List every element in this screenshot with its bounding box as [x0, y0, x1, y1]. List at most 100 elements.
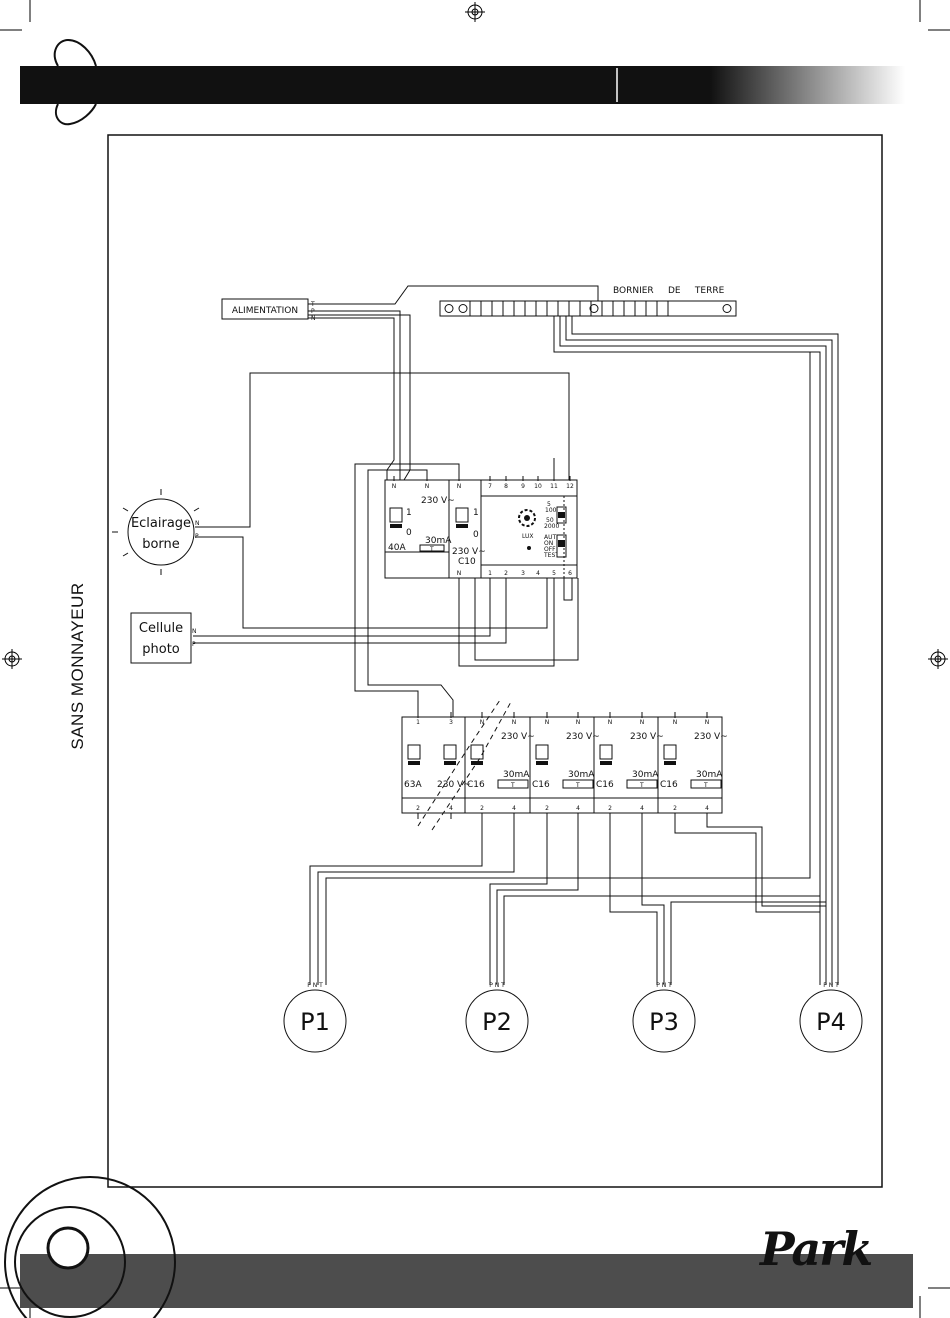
upper-top-terminal: N [392, 483, 397, 490]
svg-text:50: 50 [546, 517, 554, 524]
svg-text:63A: 63A [404, 780, 422, 790]
lower-bottom-terminal: 4 [640, 805, 644, 812]
module-voltage: 230 V~ [501, 732, 535, 742]
module-test: T [703, 782, 708, 789]
lower-bottom-terminal: 2 [480, 805, 484, 812]
svg-text:LUX: LUX [522, 533, 534, 540]
upper-top-terminal: 9 [521, 483, 525, 490]
lower-top-terminal: N [608, 719, 613, 726]
module-test: T [510, 782, 515, 789]
registration-mark-right [928, 649, 948, 669]
footer-bar [20, 1254, 913, 1308]
brand-logo: Park [760, 1222, 873, 1276]
output-label: P4 [816, 1008, 846, 1036]
lower-bottom-terminal: 2 [673, 805, 677, 812]
upper-top-terminal: 12 [566, 483, 574, 490]
output-p4: P4 P N T [799, 982, 863, 1053]
svg-text:N: N [192, 628, 197, 635]
output-terminals: P N T [823, 982, 839, 989]
svg-text:photo: photo [142, 642, 180, 657]
output-p1: P1P N T [283, 982, 347, 1053]
svg-text:40A: 40A [388, 543, 406, 553]
upper-bottom-terminal: N [457, 570, 462, 577]
module-rating: C16 [467, 780, 485, 790]
upper-top-terminal: 7 [488, 483, 492, 490]
module-sens: 30mA [632, 770, 659, 780]
svg-text:ALIMENTATION: ALIMENTATION [232, 306, 298, 316]
lower-top-terminal: N [576, 719, 581, 726]
svg-text:TEST: TEST [543, 552, 559, 559]
module-voltage: 230 V~ [566, 732, 600, 742]
output-p2: P2P N T [465, 982, 529, 1053]
upper-bottom-terminal: 1 [488, 570, 492, 577]
header-bar [20, 66, 905, 104]
upper-top-terminal: N [425, 483, 430, 490]
upper-top-terminal: 11 [550, 483, 558, 490]
lower-bottom-terminal: 4 [449, 805, 453, 812]
module-sens: 30mA [696, 770, 723, 780]
output-terminals: P N T [656, 982, 672, 989]
upper-top-terminal: 8 [504, 483, 508, 490]
svg-text:C10: C10 [458, 557, 476, 567]
lower-top-terminal: 3 [449, 719, 453, 726]
photocell-box: Cellule photo N P [130, 612, 197, 664]
module-sens: 30mA [568, 770, 595, 780]
wiring [193, 285, 839, 985]
lower-bottom-terminal: 4 [705, 805, 709, 812]
svg-text:AUTO: AUTO [544, 534, 561, 541]
svg-text:1: 1 [473, 508, 479, 518]
page-dot [46, 1226, 90, 1270]
svg-text:2000: 2000 [544, 523, 559, 530]
lower-bottom-terminal: 4 [512, 805, 516, 812]
svg-text:borne: borne [142, 537, 180, 552]
lower-top-terminal: N [480, 719, 485, 726]
svg-text:N: N [195, 520, 200, 527]
lower-bottom-terminal: 4 [576, 805, 580, 812]
svg-text:OFF: OFF [544, 546, 556, 553]
svg-text:Eclairage: Eclairage [131, 516, 191, 531]
svg-text:30mA: 30mA [425, 536, 452, 546]
footer-ring-outer [4, 1176, 176, 1318]
module-rating: C16 [532, 780, 550, 790]
upper-top-terminal: 10 [534, 483, 542, 490]
registration-mark-left [2, 649, 22, 669]
module-test: T [575, 782, 580, 789]
lower-bottom-terminal: 2 [545, 805, 549, 812]
upper-bottom-terminal: 6 [568, 570, 572, 577]
output-label: P3 [649, 1008, 679, 1036]
section-title: SANS MONNAYEUR [68, 582, 87, 750]
svg-text:5: 5 [547, 501, 551, 508]
lower-top-terminal: N [673, 719, 678, 726]
module-test: T [639, 782, 644, 789]
registration-mark-top [465, 2, 485, 22]
lower-top-terminal: N [640, 719, 645, 726]
output-label: P2 [482, 1008, 512, 1036]
svg-text:P: P [192, 641, 196, 648]
module-voltage: 230 V~ [630, 732, 664, 742]
output-terminals: P N T [307, 982, 323, 989]
output-p3: P3 P N T [632, 982, 696, 1053]
alimentation-box: ALIMENTATION T P N [221, 298, 316, 322]
lower-top-terminal: N [545, 719, 550, 726]
header-curl [53, 38, 97, 126]
lower-top-terminal: 1 [416, 719, 420, 726]
svg-text:T: T [429, 546, 434, 553]
lower-bottom-terminal: 2 [608, 805, 612, 812]
bornier-label: BORNIER DE TERRE [613, 286, 725, 296]
module-voltage: 230 V~ [694, 732, 728, 742]
svg-text:1: 1 [406, 508, 412, 518]
module-rating: C16 [596, 780, 614, 790]
module-rating: C16 [660, 780, 678, 790]
svg-text:0: 0 [473, 530, 479, 540]
svg-text:0: 0 [406, 528, 412, 538]
footer-ring-inner [14, 1206, 126, 1318]
upper-top-terminal: N [457, 483, 462, 490]
svg-text:Cellule: Cellule [139, 621, 183, 636]
svg-text:ON: ON [544, 540, 553, 547]
svg-text:230 V~: 230 V~ [421, 496, 455, 506]
module-sens: 30mA [503, 770, 530, 780]
